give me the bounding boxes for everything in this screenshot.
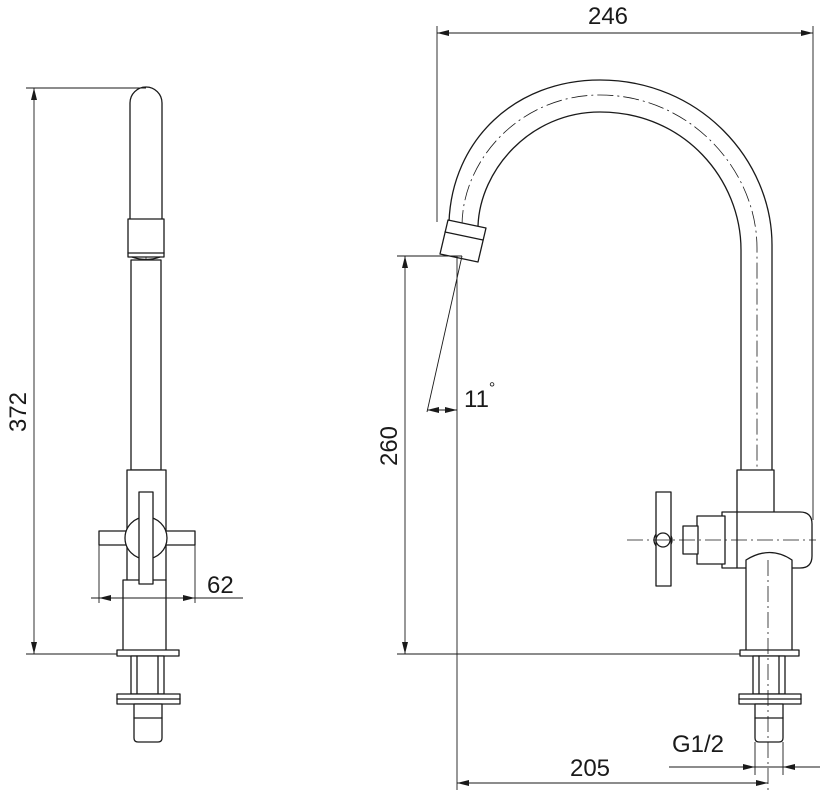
front-width-label: 62 (207, 572, 234, 599)
side-base-flange (739, 649, 800, 657)
side-angle-value: 11 (464, 386, 489, 413)
front-view: 372 62 (5, 86, 243, 743)
side-spout-centerline (461, 94, 758, 476)
front-width-arrow-right (183, 595, 195, 601)
side-tail-pipe (754, 703, 784, 743)
front-spout-upper-tube (129, 86, 163, 221)
side-lower-body (745, 551, 793, 653)
front-base-flange (116, 649, 180, 657)
side-thread-arrow-right (783, 764, 795, 770)
side-thread-arrow-left (743, 764, 755, 770)
side-aerator-tip (439, 219, 487, 263)
front-aerator-collar (127, 218, 165, 258)
side-thread-label: G1/2 (672, 731, 724, 758)
front-tail-pipe (133, 703, 163, 743)
side-aerator-band (444, 231, 484, 241)
side-height-label: 260 (376, 426, 403, 466)
side-spout-inner (477, 111, 742, 473)
front-spout-lower-tube (130, 259, 162, 471)
side-shank (752, 655, 786, 695)
side-view: 246 260 11° 205 G1/2 (376, 3, 820, 790)
side-width-label: 246 (588, 3, 628, 30)
side-offset-label: 205 (570, 755, 610, 782)
front-width-arrow-left (99, 595, 111, 601)
front-shank (130, 655, 165, 695)
side-angle-unit: ° (489, 380, 495, 397)
front-height-label: 372 (5, 392, 32, 432)
side-angle-label: 11° (464, 380, 495, 413)
side-spout-outer (448, 79, 773, 475)
front-handle-blade (138, 491, 154, 585)
side-angle-ray-slanted (426, 255, 463, 413)
